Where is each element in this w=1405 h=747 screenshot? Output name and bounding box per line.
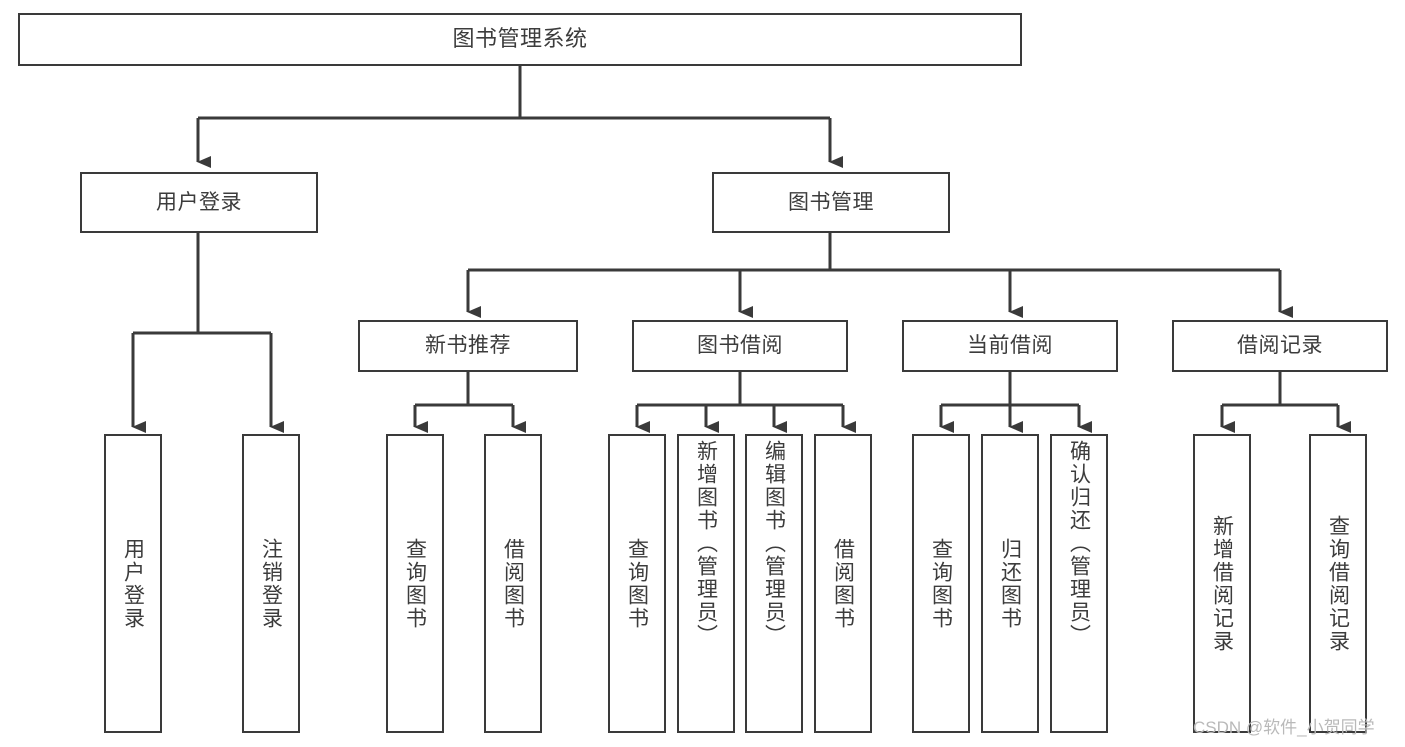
node-label: 新增借阅记录 bbox=[1210, 514, 1234, 653]
node-borrow-record[interactable]: 借阅记录 bbox=[1172, 320, 1388, 372]
node-user-login[interactable]: 用户登录 bbox=[80, 172, 318, 233]
leaf-return-book[interactable]: 归还图书 bbox=[981, 434, 1039, 733]
node-current-borrow[interactable]: 当前借阅 bbox=[902, 320, 1118, 372]
leaf-borrow-book-newbook[interactable]: 借阅图书 bbox=[484, 434, 542, 733]
node-label: 当前借阅 bbox=[967, 334, 1053, 358]
node-label: 编辑图书（管理员） bbox=[762, 440, 786, 647]
leaf-query-borrow-record[interactable]: 查询借阅记录 bbox=[1309, 434, 1367, 733]
node-label: 归还图书 bbox=[998, 537, 1022, 630]
leaf-add-book-admin[interactable]: 新增图书（管理员） bbox=[677, 434, 735, 733]
node-label: 新书推荐 bbox=[425, 334, 511, 358]
leaf-edit-book-admin[interactable]: 编辑图书（管理员） bbox=[745, 434, 803, 733]
node-label: 借阅图书 bbox=[501, 537, 525, 630]
node-label: 用户登录 bbox=[156, 190, 242, 214]
node-root-book-management-system[interactable]: 图书管理系统 bbox=[18, 13, 1022, 66]
node-book-management[interactable]: 图书管理 bbox=[712, 172, 950, 233]
node-label: 查询图书 bbox=[403, 537, 427, 630]
node-label: 新增图书（管理员） bbox=[694, 440, 718, 647]
leaf-query-book-borrow[interactable]: 查询图书 bbox=[608, 434, 666, 733]
node-label: 注销登录 bbox=[259, 537, 283, 630]
leaf-confirm-return-admin[interactable]: 确认归还（管理员） bbox=[1050, 434, 1108, 733]
node-label: 查询图书 bbox=[625, 537, 649, 630]
leaf-logout[interactable]: 注销登录 bbox=[242, 434, 300, 733]
node-label: 用户登录 bbox=[121, 537, 145, 630]
watermark-text: CSDN @软件_小贺同学 bbox=[1193, 718, 1375, 737]
leaf-query-book-newbook[interactable]: 查询图书 bbox=[386, 434, 444, 733]
node-new-book-recommend[interactable]: 新书推荐 bbox=[358, 320, 578, 372]
node-label: 查询图书 bbox=[929, 537, 953, 630]
node-label: 图书管理 bbox=[788, 190, 874, 214]
leaf-borrow-book-borrow[interactable]: 借阅图书 bbox=[814, 434, 872, 733]
node-label: 查询借阅记录 bbox=[1326, 514, 1350, 653]
node-label: 借阅图书 bbox=[831, 537, 855, 630]
node-label: 图书借阅 bbox=[697, 334, 783, 358]
node-book-borrow[interactable]: 图书借阅 bbox=[632, 320, 848, 372]
node-label: 图书管理系统 bbox=[452, 26, 588, 52]
leaf-add-borrow-record[interactable]: 新增借阅记录 bbox=[1193, 434, 1251, 733]
node-label: 借阅记录 bbox=[1237, 334, 1323, 358]
leaf-query-book-current[interactable]: 查询图书 bbox=[912, 434, 970, 733]
node-label: 确认归还（管理员） bbox=[1067, 440, 1091, 647]
leaf-user-login[interactable]: 用户登录 bbox=[104, 434, 162, 733]
